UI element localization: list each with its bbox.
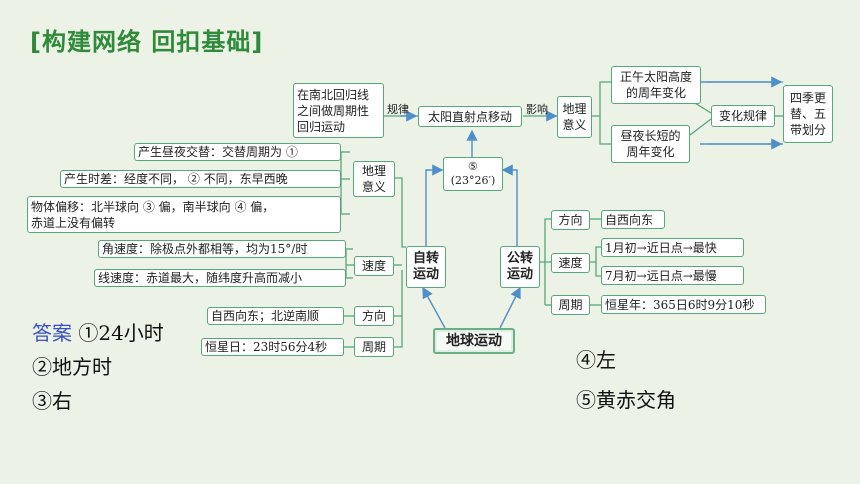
solar-point-box: 太阳直射点移动 xyxy=(418,106,522,127)
answers-heading: 答案 xyxy=(32,321,72,345)
jul-value: 7月初→远日点→最慢 xyxy=(601,266,744,285)
answer-5: ⑤黄赤交角 xyxy=(576,388,676,412)
page-title: [构建网络 回扣基础] xyxy=(30,28,264,56)
answer-4: ④左 xyxy=(576,348,616,372)
answers-left: 答案 ①24小时 ②地方时 ③右 xyxy=(32,316,164,418)
direction-right-box: 方向 xyxy=(551,210,590,230)
period-left-box: 周期 xyxy=(354,337,394,357)
answer-3: ③右 xyxy=(32,389,72,413)
pattern-label: 规律 xyxy=(387,103,409,116)
day-length-box: 昼夜长短的 周年变化 xyxy=(611,125,690,163)
speed-left-box: 速度 xyxy=(354,256,394,276)
angular-speed-box: 角速度：除极点外都相等，均为15°/时 xyxy=(98,240,346,258)
geo-meaning-right-box: 地理 意义 xyxy=(557,96,592,138)
deflection-box: 物体偏移：北半球向 ③ 偏，南半球向 ④ 偏， 赤道上没有偏转 xyxy=(27,196,341,233)
geo-meaning-left-box: 地理 意义 xyxy=(353,161,395,197)
answer-1: ①24小时 xyxy=(78,321,164,345)
regression-note-box: 在南北回归线 之间做周期性 回归运动 xyxy=(293,83,384,138)
noon-sun-box: 正午太阳高度 的周年变化 xyxy=(611,66,701,104)
direction-left-value: 自西向东；北逆南顺 xyxy=(207,307,344,325)
answers-right: ④左 ⑤黄赤交角 xyxy=(576,340,676,420)
time-diff-box: 产生时差：经度不同， ② 不同，东早西晚 xyxy=(60,170,341,188)
rotation-box: 自转 运动 xyxy=(406,246,446,288)
linear-speed-box: 线速度：赤道最大，随纬度升高而减小 xyxy=(94,269,346,287)
change-rule-box: 变化规律 xyxy=(711,105,775,127)
speed-right-box: 速度 xyxy=(551,253,590,273)
day-night-box: 产生昼夜交替：交替周期为 ① xyxy=(134,143,341,161)
influence-label: 影响 xyxy=(526,103,548,116)
period-left-value: 恒星日：23时56分4秒 xyxy=(201,338,344,356)
answer-2: ②地方时 xyxy=(32,355,112,379)
period-right-box: 周期 xyxy=(551,295,590,315)
revolution-box: 公转 运动 xyxy=(500,246,540,288)
obliquity-box: ⑤ (23°26′) xyxy=(443,157,503,191)
seasons-box: 四季更 替、五 带划分 xyxy=(783,85,833,143)
jan-value: 1月初→近日点→最快 xyxy=(601,238,744,257)
direction-left-box: 方向 xyxy=(354,306,394,326)
period-right-value: 恒星年：365日6时9分10秒 xyxy=(601,295,766,314)
earth-motion-box: 地球运动 xyxy=(433,328,515,354)
direction-right-value: 自西向东 xyxy=(601,210,665,229)
